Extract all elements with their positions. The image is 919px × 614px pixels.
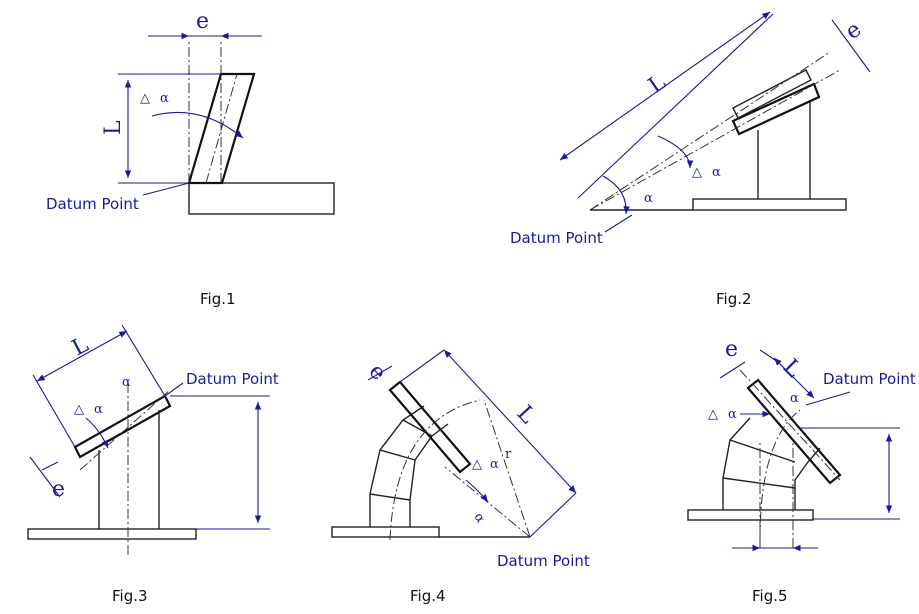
fig4-datum-point-label: Datum Point bbox=[497, 552, 590, 570]
fig1-slanted-member bbox=[187, 72, 256, 185]
fig4-e-label: e bbox=[364, 359, 391, 386]
fig1-L-label: L bbox=[101, 120, 126, 135]
fig2-alpha2-symbol: α bbox=[644, 191, 653, 206]
fig2-base bbox=[692, 198, 847, 211]
fig4-delta-symbol: △ bbox=[472, 457, 482, 472]
fig5-alpha2-symbol: α bbox=[790, 391, 799, 406]
figure-5: e L △ α α Datum Point Fig.5 bbox=[687, 337, 916, 605]
fig3-e-label: e bbox=[52, 477, 65, 502]
fig1-alpha-symbol: α bbox=[160, 91, 169, 106]
fig5-e-label: e bbox=[725, 337, 738, 362]
fig1-delta-symbol: △ bbox=[140, 91, 150, 106]
figure-3: L e △ α α Datum Point Fig.3 bbox=[27, 324, 279, 605]
fig4-r-label: r bbox=[505, 447, 512, 462]
fig5-alpha-symbol: α bbox=[728, 407, 737, 422]
fig2-delta-symbol: △ bbox=[692, 165, 702, 180]
fig4-base bbox=[331, 526, 440, 538]
fig2-e-label: e bbox=[841, 17, 866, 45]
fig3-L-label: L bbox=[68, 332, 93, 361]
fig3-base bbox=[27, 528, 197, 540]
fig2-alpha-symbol: α bbox=[712, 165, 721, 180]
fig1-caption: Fig.1 bbox=[200, 290, 236, 308]
fig3-caption: Fig.3 bbox=[112, 587, 148, 605]
fig4-alpha2-symbol: α bbox=[471, 511, 488, 526]
fig5-caption: Fig.5 bbox=[752, 587, 788, 605]
fig5-L-label: L bbox=[778, 355, 806, 383]
fig5-slanted-member bbox=[746, 378, 842, 485]
figure-4: L r e △ α α Datum Point Fig.4 bbox=[331, 349, 590, 605]
fig3-alpha2-symbol: α bbox=[122, 375, 131, 390]
fig3-delta-symbol: △ bbox=[74, 402, 84, 417]
fig1-base bbox=[188, 182, 335, 215]
fig5-datum-point-label: Datum Point bbox=[823, 370, 916, 388]
fig4-caption: Fig.4 bbox=[410, 587, 446, 605]
fig3-datum-point-label: Datum Point bbox=[186, 370, 279, 388]
fig4-alpha-symbol: α bbox=[490, 457, 499, 472]
fig1-e-label: e bbox=[196, 9, 209, 34]
fig1-datum-point-label: Datum Point bbox=[46, 195, 139, 213]
fig2-caption: Fig.2 bbox=[716, 290, 752, 308]
fig4-L-label: L bbox=[512, 401, 541, 429]
fig3-alpha-symbol: α bbox=[94, 402, 103, 417]
fig2-slanted-member bbox=[731, 82, 821, 136]
fig5-base bbox=[687, 509, 814, 521]
fig5-delta-symbol: △ bbox=[708, 407, 718, 422]
figure-1: e L △ α Datum Point Fig.1 bbox=[46, 9, 335, 308]
fig3-slanted-member bbox=[73, 394, 172, 459]
fig2-datum-point-label: Datum Point bbox=[510, 229, 603, 247]
figure-2: L e △ α α Datum Point Fig.2 bbox=[510, 11, 871, 308]
